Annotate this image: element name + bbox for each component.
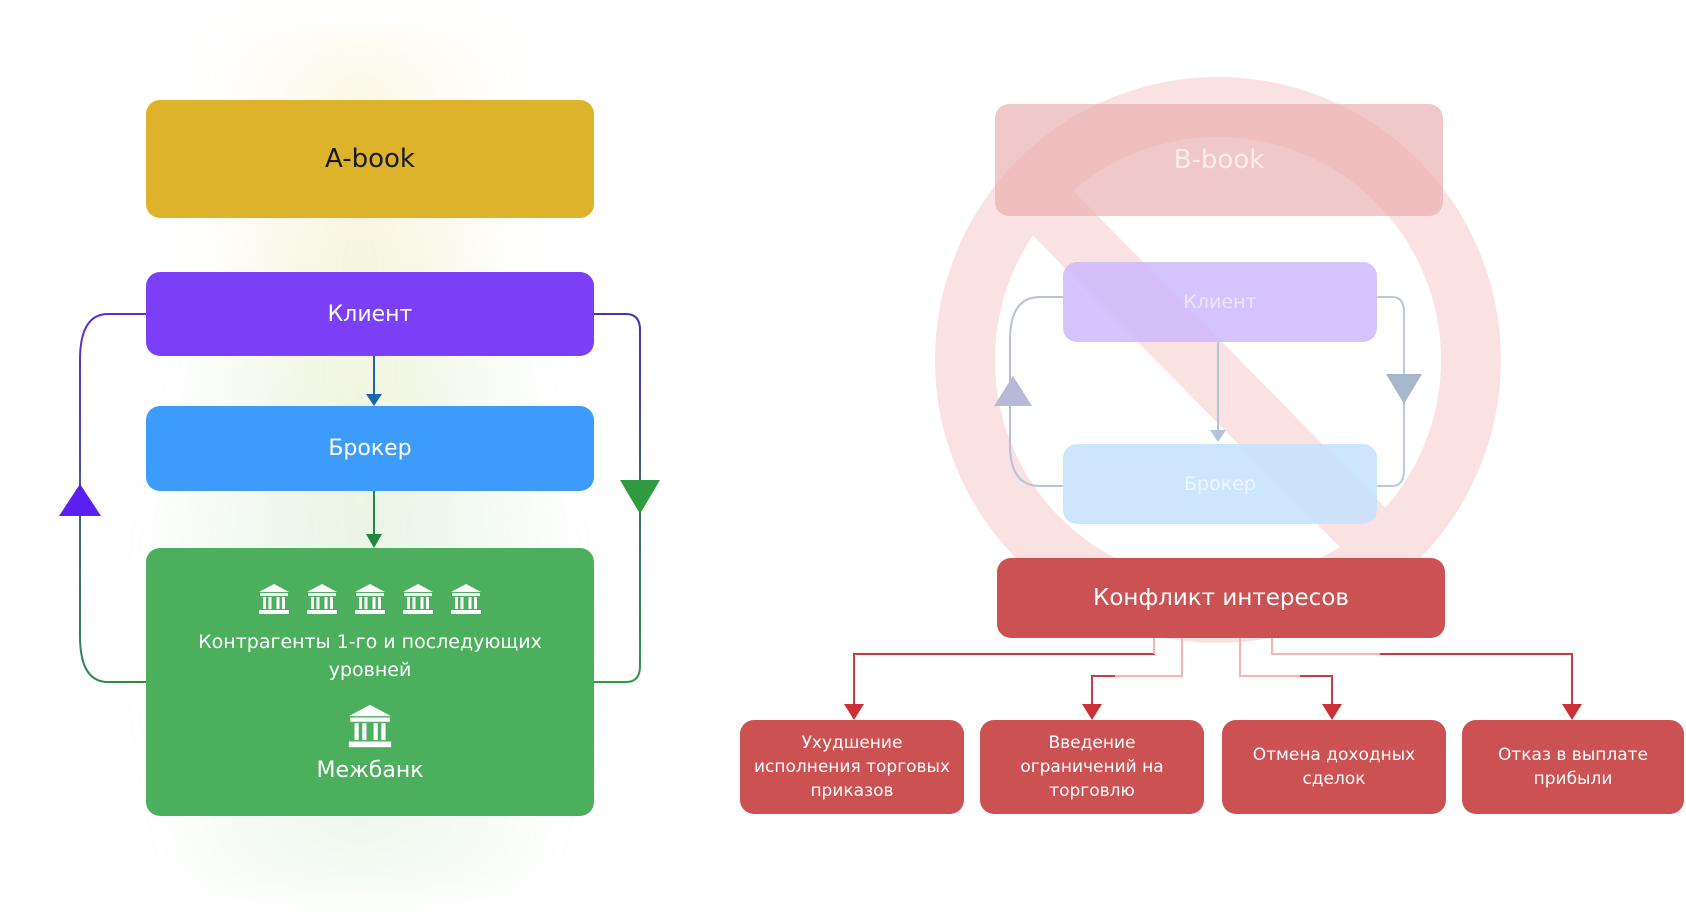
- bank-icon: [307, 583, 337, 614]
- bbook-label: B-book: [1173, 145, 1265, 175]
- client-broker-arrow: [366, 394, 382, 406]
- outcome-box-4: Отказ в выплате прибыли: [1462, 720, 1684, 814]
- left-loop-arrow: [59, 484, 101, 516]
- interbank-icon: [348, 704, 392, 747]
- counterparty-banks: [257, 582, 483, 616]
- bbook-left-arrow: [994, 376, 1032, 406]
- broker-box: Брокер: [146, 406, 594, 491]
- bank-icon: [451, 583, 481, 614]
- outcome-label-2: Введение ограничений на торговлю: [1020, 733, 1164, 801]
- outcome-label-4: Отказ в выплате прибыли: [1497, 745, 1649, 789]
- abook-label: A-book: [325, 144, 415, 174]
- bank-icon: [355, 583, 385, 614]
- outcome-arrow-4: [1562, 704, 1582, 720]
- outcome-label-3: Отмена доходных сделок: [1252, 745, 1416, 789]
- client-box: Клиент: [146, 272, 594, 356]
- client-label: Клиент: [327, 301, 413, 327]
- outcome-box-3: Отмена доходных сделок: [1222, 720, 1446, 814]
- bbook-broker-label: Брокер: [1184, 473, 1256, 495]
- outcome-arrow-3: [1322, 704, 1342, 720]
- bbook-broker-box: Брокер: [1063, 444, 1377, 524]
- bbook-right-arrow: [1386, 374, 1422, 404]
- bank-icon: [403, 583, 433, 614]
- bbook-client-broker-arrow: [1210, 430, 1226, 442]
- outcome-label-1: Ухудшение исполнения торговых приказов: [753, 733, 951, 801]
- outcome-box-2: Введение ограничений на торговлю: [980, 720, 1204, 814]
- bbook-client-box: Клиент: [1063, 262, 1377, 342]
- conflict-label: Конфликт интересов: [1093, 585, 1349, 611]
- interbank-label: Межбанк: [316, 757, 424, 783]
- right-loop-arrow: [620, 480, 660, 514]
- bbook-box: B-book: [995, 104, 1443, 216]
- left-loop-line: [79, 313, 146, 683]
- abook-box: A-book: [146, 100, 594, 218]
- bbook-client-label: Клиент: [1183, 291, 1257, 313]
- broker-label: Брокер: [328, 436, 412, 461]
- interbank-box: Контрагенты 1-го и последующих уровней М…: [146, 548, 594, 816]
- outcome-arrow-1: [844, 704, 864, 720]
- outcome-box-1: Ухудшение исполнения торговых приказов: [740, 720, 964, 814]
- outcome-arrow-2: [1082, 704, 1102, 720]
- conflict-box: Конфликт интересов: [997, 558, 1445, 638]
- bank-icon: [259, 583, 289, 614]
- broker-interbank-arrow: [366, 534, 382, 548]
- counterparties-label: Контрагенты 1-го и последующих уровней: [198, 630, 542, 681]
